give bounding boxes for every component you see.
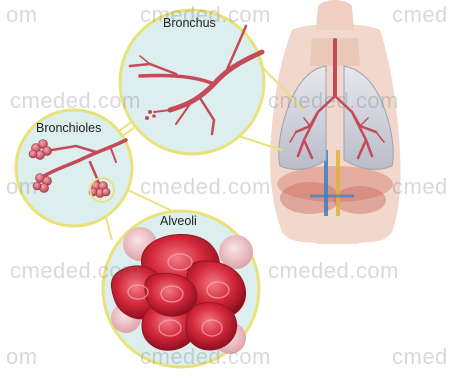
alveoli-callout	[103, 211, 259, 367]
alveoli-label: Alveoli	[160, 214, 197, 228]
bronchus-callout	[120, 10, 264, 154]
bronchioles-label: Bronchioles	[36, 121, 101, 135]
bronchus-label: Bronchus	[163, 16, 216, 30]
